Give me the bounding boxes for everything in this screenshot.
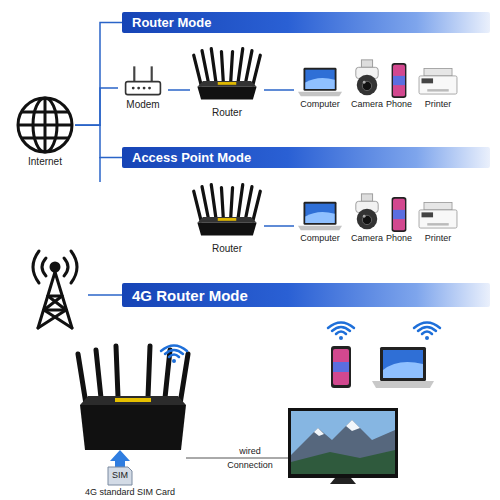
phone-icon bbox=[386, 62, 412, 99]
modem-device: Modem bbox=[118, 62, 168, 110]
cell-tower bbox=[33, 251, 77, 328]
device-label: Phone bbox=[386, 99, 412, 110]
mode-band: Router Mode bbox=[122, 12, 490, 33]
camera-device: Camera bbox=[346, 58, 388, 110]
device-label: Computer bbox=[300, 99, 340, 110]
laptop-illustration bbox=[372, 347, 434, 388]
band-title: Router Mode bbox=[132, 15, 211, 30]
insert-arrow bbox=[110, 450, 130, 467]
device-label: Internet bbox=[28, 156, 62, 167]
annotation-label: wired bbox=[239, 446, 261, 457]
device-label: Router bbox=[212, 107, 242, 118]
phone-illustration bbox=[331, 346, 351, 388]
phone-device: Phone bbox=[386, 62, 412, 110]
printer-icon bbox=[410, 66, 466, 99]
camera-icon bbox=[346, 192, 388, 233]
device-label: Modem bbox=[126, 99, 159, 110]
connector-line bbox=[75, 125, 122, 157]
connector-line bbox=[75, 23, 122, 126]
device-label: Computer bbox=[300, 233, 340, 244]
camera-device: Camera bbox=[346, 192, 388, 244]
laptop-icon bbox=[294, 200, 346, 233]
device-label: Phone bbox=[386, 233, 412, 244]
device-label: Camera bbox=[351, 233, 383, 244]
phone-icon bbox=[386, 196, 412, 233]
globe-icon bbox=[15, 85, 75, 156]
device-label: Camera bbox=[351, 99, 383, 110]
connector-line bbox=[75, 88, 118, 125]
tower-wire bbox=[88, 294, 122, 296]
mode-band: Access Point Mode bbox=[122, 147, 490, 168]
device-label: Printer bbox=[425, 99, 452, 110]
router-icon bbox=[190, 172, 264, 243]
sim-card bbox=[108, 467, 132, 485]
lte-router bbox=[78, 346, 188, 450]
band-title: Access Point Mode bbox=[132, 150, 251, 165]
printer-device: Printer bbox=[410, 200, 466, 244]
connector-line bbox=[264, 89, 294, 91]
annotation-label: Connection bbox=[227, 460, 273, 471]
printer-device: Printer bbox=[410, 66, 466, 110]
laptop-device: Computer bbox=[294, 66, 346, 110]
television bbox=[288, 408, 398, 484]
trunk-wire bbox=[99, 157, 101, 182]
connector-line bbox=[264, 225, 294, 227]
mode-band: 4G Router Mode bbox=[122, 283, 490, 307]
router-device: Router bbox=[190, 40, 264, 118]
wired-line bbox=[186, 458, 288, 459]
wifi-symbol bbox=[328, 323, 354, 341]
laptop-device: Computer bbox=[294, 200, 346, 244]
annotation-label: SIM bbox=[112, 470, 128, 481]
band-title: 4G Router Mode bbox=[132, 287, 248, 304]
connector-line bbox=[168, 89, 190, 91]
laptop-icon bbox=[294, 66, 346, 99]
modem-icon bbox=[118, 62, 168, 99]
printer-icon bbox=[410, 200, 466, 233]
wifi-symbol bbox=[161, 346, 187, 364]
annotation-label: 4G standard SIM Card bbox=[85, 487, 175, 498]
device-label: Printer bbox=[425, 233, 452, 244]
phone-device: Phone bbox=[386, 196, 412, 244]
globe-device: Internet bbox=[15, 85, 75, 167]
router-device: Router bbox=[190, 172, 264, 254]
router-icon bbox=[190, 40, 264, 107]
camera-icon bbox=[346, 58, 388, 99]
wifi-symbol bbox=[414, 323, 440, 341]
device-label: Router bbox=[212, 243, 242, 254]
